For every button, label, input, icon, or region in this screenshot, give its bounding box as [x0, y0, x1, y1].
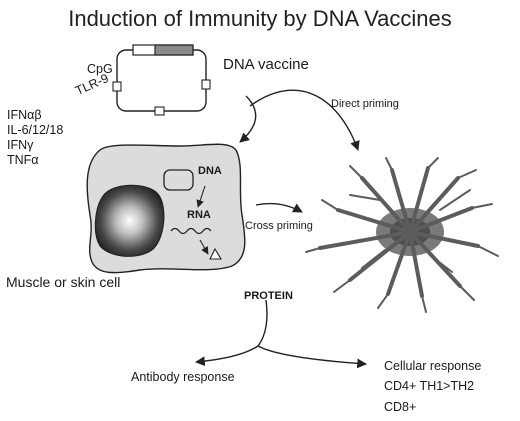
cellular-response-label: Cellular response [384, 359, 482, 373]
protein-triangle [209, 247, 222, 260]
muscle-skin-cell [86, 143, 246, 274]
rna-label: RNA [187, 209, 211, 221]
arrow-direct-priming [249, 89, 360, 151]
dendritic-cell [305, 157, 499, 313]
cell-nucleus [94, 184, 165, 257]
cytokine-ifn-g: IFNγ [7, 138, 34, 152]
dna-label: DNA [198, 165, 222, 177]
cytokine-tnf: TNFα [7, 153, 39, 167]
dna-vaccine-label: DNA vaccine [223, 56, 309, 73]
antibody-response-label: Antibody response [131, 370, 235, 384]
direct-priming-label: Direct priming [331, 98, 399, 110]
protein-label: PROTEIN [244, 290, 293, 302]
cell-organelle [163, 169, 194, 191]
cpg-label: CpG [87, 62, 113, 76]
cd4-label: CD4+ TH1>TH2 [384, 379, 475, 393]
diagram-title: Induction of Immunity by DNA Vaccines [68, 6, 452, 31]
cross-priming-label: Cross priming [245, 220, 313, 232]
cytokine-ifn-ab: IFNαβ [7, 108, 42, 122]
plasmid-diagram [112, 44, 211, 116]
cell-caption: Muscle or skin cell [6, 274, 121, 290]
cd8-label: CD8+ [384, 400, 417, 414]
cytokine-il: IL-6/12/18 [7, 123, 64, 137]
arrow-vaccine-to-cell [239, 95, 257, 143]
protein-branch-arrows [195, 299, 367, 369]
arrow-cross-priming [255, 202, 303, 213]
rna-strand [170, 227, 212, 235]
